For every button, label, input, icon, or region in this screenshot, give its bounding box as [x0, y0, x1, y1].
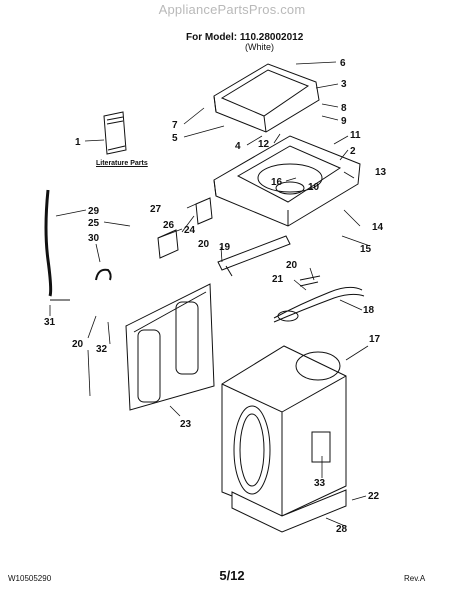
callout-32: 32 [96, 344, 108, 355]
callout-19: 19 [219, 242, 231, 253]
callout-18: 18 [363, 305, 375, 316]
callout-22: 22 [368, 491, 380, 502]
callout-33: 33 [314, 478, 326, 489]
callout-3: 3 [341, 79, 347, 90]
bracket [157, 197, 213, 259]
callout-21: 21 [272, 274, 284, 285]
callout-6: 6 [340, 58, 346, 69]
callout-7: 7 [172, 120, 178, 131]
callout-8: 8 [341, 103, 347, 114]
wire-harness [273, 275, 365, 323]
callout-1: 1 [75, 137, 81, 148]
rear-panel [125, 283, 215, 411]
callout-17: 17 [369, 334, 381, 345]
callout-20c: 20 [72, 339, 84, 350]
callout-25: 25 [88, 218, 100, 229]
callout-10: 10 [308, 182, 320, 193]
literature-booklet [103, 111, 127, 155]
callout-16: 16 [271, 177, 283, 188]
callout-12: 12 [258, 139, 270, 150]
callout-31: 31 [44, 317, 56, 328]
watermark: AppliancePartsPros.com [158, 2, 306, 17]
callout-29: 29 [88, 206, 100, 217]
revision: Rev.A [404, 574, 426, 583]
callout-24: 24 [184, 225, 196, 236]
model-color: (White) [245, 42, 274, 52]
callout-23: 23 [180, 419, 192, 430]
clip [95, 268, 112, 281]
callout-11: 11 [350, 130, 361, 141]
callout-26: 26 [163, 220, 175, 231]
callout-4: 4 [235, 141, 241, 152]
callout-13: 13 [375, 167, 387, 178]
callout-5: 5 [172, 133, 178, 144]
hose [44, 189, 70, 301]
callout-2: 2 [350, 146, 356, 157]
callout-30: 30 [88, 233, 100, 244]
literature-label: Literature Parts [96, 160, 148, 167]
callout-20b: 20 [286, 260, 298, 271]
callout-20a: 20 [198, 239, 210, 250]
callout-9: 9 [341, 116, 347, 127]
base [231, 489, 347, 533]
callout-15: 15 [360, 244, 372, 255]
cabinet [221, 345, 347, 517]
model-title: For Model: 110.28002012 [186, 32, 304, 43]
doc-number: W10505290 [8, 574, 52, 583]
callout-27: 27 [150, 204, 162, 215]
callout-28: 28 [336, 524, 348, 535]
page-number: 5/12 [219, 568, 245, 583]
callout-14: 14 [372, 222, 384, 233]
lid [213, 63, 320, 133]
rail [217, 235, 291, 277]
